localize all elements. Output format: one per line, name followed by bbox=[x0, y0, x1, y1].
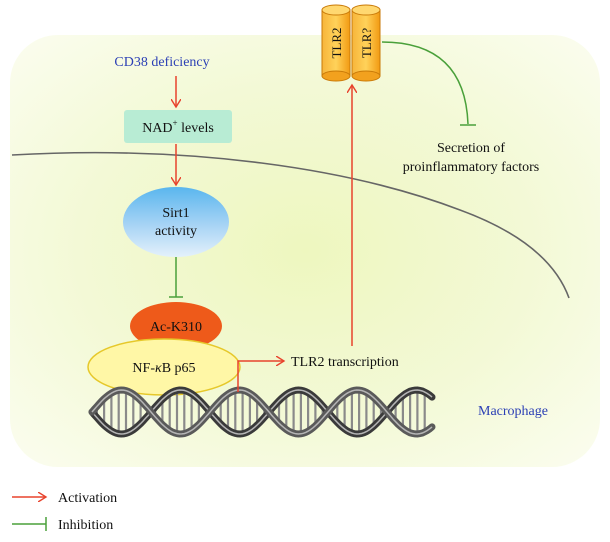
ack310-label: Ac-K310 bbox=[150, 320, 202, 335]
sirt1-activity-node bbox=[123, 187, 229, 257]
tlr2-receptor bbox=[321, 4, 351, 82]
inhibition-line-receptor-secretion bbox=[381, 41, 469, 125]
unknown-tlr-receptor bbox=[351, 4, 381, 82]
sirt1-label: Sirt1 bbox=[162, 206, 189, 221]
dna-backbone-highlight bbox=[91, 389, 433, 435]
nfkb-p65-label: NF-κB p65 bbox=[132, 361, 195, 376]
secretion-label-line1: Secretion of bbox=[437, 141, 505, 156]
unknown-tlr-receptor-label: TLR? bbox=[359, 28, 374, 59]
tlr2-transcription-label: TLR2 transcription bbox=[291, 355, 399, 370]
nad-levels-label: NAD+ levels bbox=[142, 118, 214, 136]
membrane-curve bbox=[11, 151, 570, 299]
nad-levels-box bbox=[124, 110, 232, 143]
dna-backbone-highlight bbox=[91, 389, 433, 435]
secretion-label-line2: proinflammatory factors bbox=[403, 160, 539, 175]
sirt1-activity-label: activity bbox=[155, 224, 197, 239]
ack310-node bbox=[130, 302, 222, 350]
cd38-label: CD38 deficiency bbox=[114, 55, 209, 70]
legend-activation-label: Activation bbox=[58, 491, 117, 506]
dna-helix bbox=[88, 386, 436, 438]
tlr2-receptor-label: TLR2 bbox=[329, 27, 344, 58]
legend-inhibition-label: Inhibition bbox=[58, 518, 113, 533]
macrophage-label: Macrophage bbox=[478, 404, 548, 419]
transcription-start-arrow bbox=[237, 361, 284, 392]
